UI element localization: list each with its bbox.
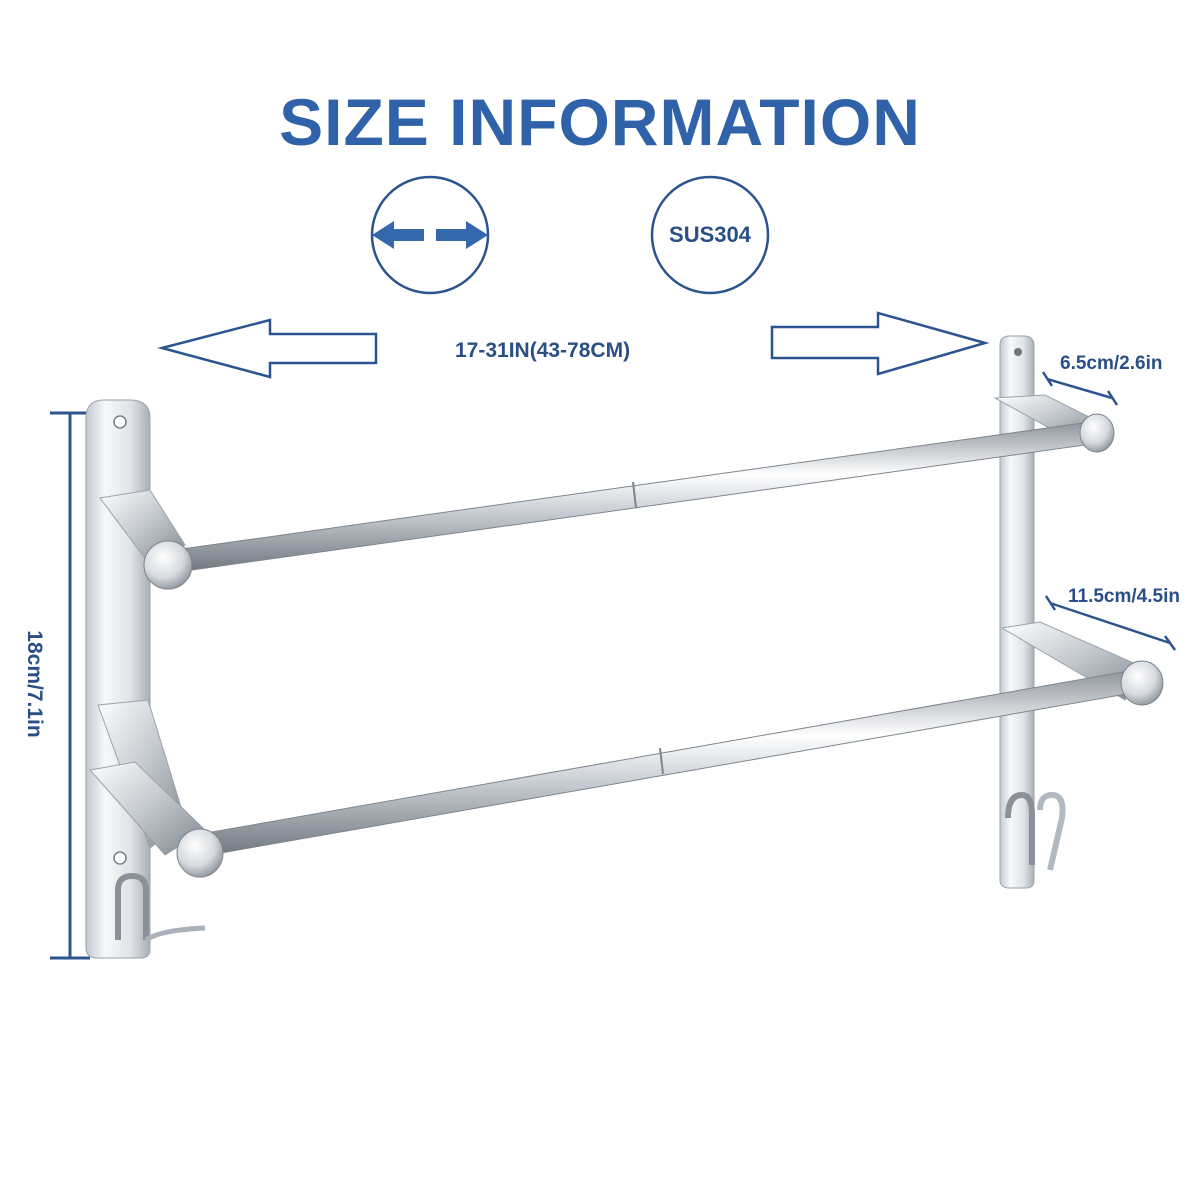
top-depth-dimension-line <box>1041 371 1119 406</box>
height-dimension-line <box>50 411 90 960</box>
hook-icon <box>1005 791 1035 865</box>
material-badge <box>650 175 770 295</box>
height-label: 18cm/7.1in <box>23 630 46 738</box>
double-arrow-icon <box>372 221 488 249</box>
hook-icon <box>115 872 149 940</box>
end-cap <box>1120 660 1164 706</box>
lower-rod <box>89 621 1164 878</box>
screw-hole-icon <box>113 851 127 865</box>
end-cap <box>176 828 224 878</box>
adjustable-badge <box>370 175 490 295</box>
end-cap <box>143 540 193 590</box>
right-arrow-icon <box>770 311 990 376</box>
left-wall-plate <box>85 399 206 959</box>
left-arrow-icon <box>157 318 378 379</box>
bottom-depth-label: 11.5cm/4.5in <box>1068 586 1180 607</box>
bottom-depth-dimension-line <box>1044 595 1177 651</box>
length-label: 17-31IN(43-78CM) <box>455 339 631 362</box>
page-title: SIZE INFORMATION <box>279 85 921 159</box>
top-depth-label: 6.5cm/2.6in <box>1060 353 1163 374</box>
upper-rod <box>99 394 1115 590</box>
right-wall-plate <box>999 335 1066 889</box>
screw-hole-icon <box>1014 348 1022 356</box>
material-label: SUS304 <box>669 222 751 247</box>
screw-hole-icon <box>113 415 127 429</box>
end-cap <box>1079 413 1115 453</box>
